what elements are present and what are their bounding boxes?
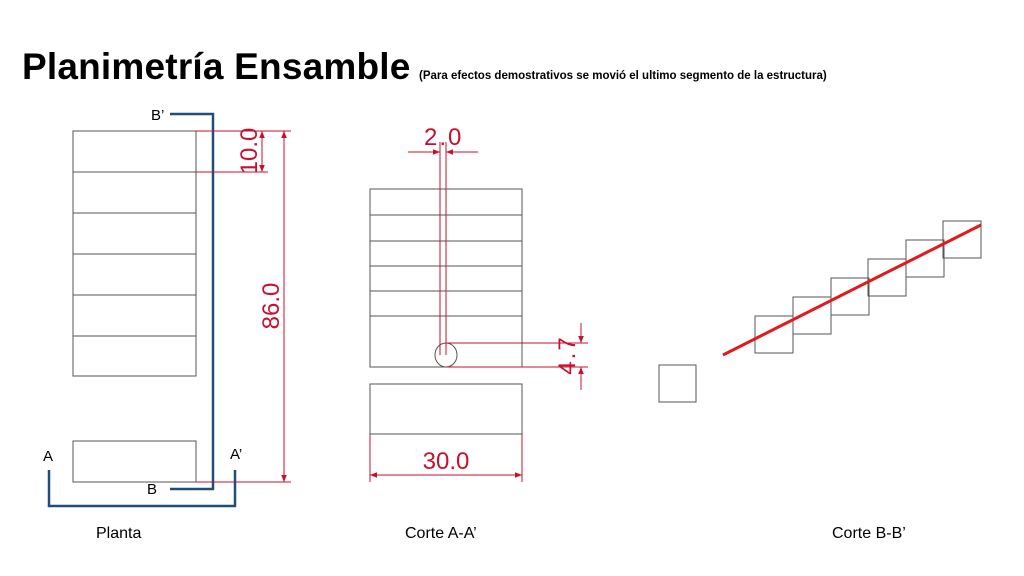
label-b: B: [147, 481, 157, 498]
corte-aa-dimensions: [369, 142, 588, 482]
section-lines: [47, 112, 237, 508]
dim-label-30: 30.0: [423, 448, 470, 475]
page-title: Planimetría Ensamble: [22, 46, 411, 87]
caption-planta: Planta: [96, 525, 141, 542]
caption-corte-bb: Corte B-B’: [832, 525, 906, 542]
title-row: Planimetría Ensamble (Para efectos demos…: [22, 46, 827, 88]
planta-view: [72, 130, 197, 483]
corte-bb-view: [658, 220, 982, 403]
dim-label-47: 4.7: [554, 335, 581, 374]
planta-dimensions: [196, 130, 291, 483]
planta-step-2: [72, 171, 197, 214]
dim-label-10: 10.0: [236, 128, 263, 175]
dim-label-2: 2.0: [424, 124, 463, 151]
planta-step-1: [72, 130, 197, 173]
planta-last-segment: [72, 440, 197, 483]
corte-aa-last-segment: [369, 383, 523, 435]
planta-step-4: [72, 253, 197, 296]
label-b-prime: B’: [151, 107, 164, 124]
planta-step-3: [72, 212, 197, 255]
planta-step-5: [72, 294, 197, 337]
planta-step-6: [72, 335, 197, 377]
corte-bb-step-6: [942, 220, 982, 259]
corte-bb-last-segment: [658, 364, 697, 403]
section-line-aa: [47, 470, 237, 508]
corte-bb-slope-line: [722, 223, 982, 357]
label-a-prime: A’: [230, 446, 242, 463]
dim-label-86: 86.0: [258, 283, 285, 330]
page-subtitle: (Para efectos demostrativos se movió el …: [419, 70, 827, 82]
caption-corte-aa: Corte A-A’: [405, 525, 477, 542]
section-line-bb: [170, 112, 215, 491]
label-a: A: [43, 448, 53, 465]
